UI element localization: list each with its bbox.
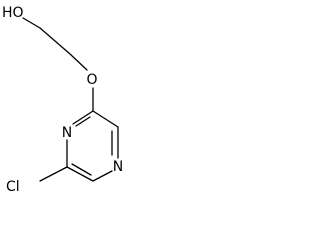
atom-ether-oxygen: O	[86, 72, 97, 88]
ring-bond-c5-c6	[66, 166, 94, 182]
bond-c6-chlorine	[39, 166, 68, 182]
ring-double-bond-c2-n1	[75, 116, 91, 127]
bond-c1-c2	[39, 27, 71, 55]
atom-labels: HO O N N Cl	[2, 5, 123, 195]
atom-hydroxyl: HO	[2, 5, 24, 21]
ring-bond-n4-c5	[92, 170, 113, 182]
atom-ring-nitrogen-2: N	[113, 159, 123, 175]
bond-hydroxyl-c1	[22, 17, 41, 29]
atom-ring-nitrogen-1: N	[62, 125, 72, 141]
ring-double-bond-c5-c6	[71, 163, 92, 176]
molecule-structure-diagram: HO O N N Cl	[2, 5, 123, 195]
bond-c2-ether-oxygen	[69, 53, 88, 71]
atom-chlorine: Cl	[6, 179, 20, 195]
ring-bond-c2-c3	[92, 110, 119, 128]
ring-bond-n1-c2	[72, 110, 94, 125]
bonds	[22, 17, 119, 182]
